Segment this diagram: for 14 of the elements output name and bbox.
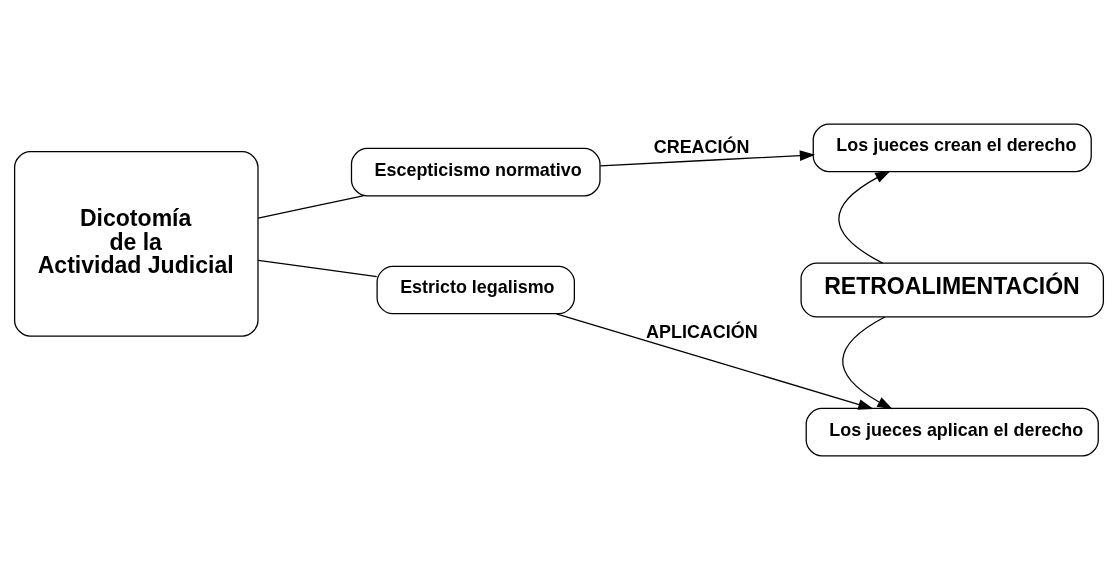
node-box: Dicotomía de la Actividad Judicial [13,150,259,337]
node-box: RETROALIMENTACIÓN [800,261,1105,318]
arrow [838,170,891,264]
edge-label: APLICACIÓN [646,321,758,342]
edge-label: CREACIÓN [653,136,750,157]
node-box: Los jueces aplican el derecho [805,407,1099,456]
connector [257,259,378,277]
node-box: Estricto legalismo [376,265,575,314]
connector [257,194,364,219]
node-box: Escepticismo normativo [350,147,601,196]
arrow [842,315,893,409]
arrow [555,312,874,410]
node-box: Los jueces crean el derecho [812,123,1092,172]
arrow [599,149,816,166]
